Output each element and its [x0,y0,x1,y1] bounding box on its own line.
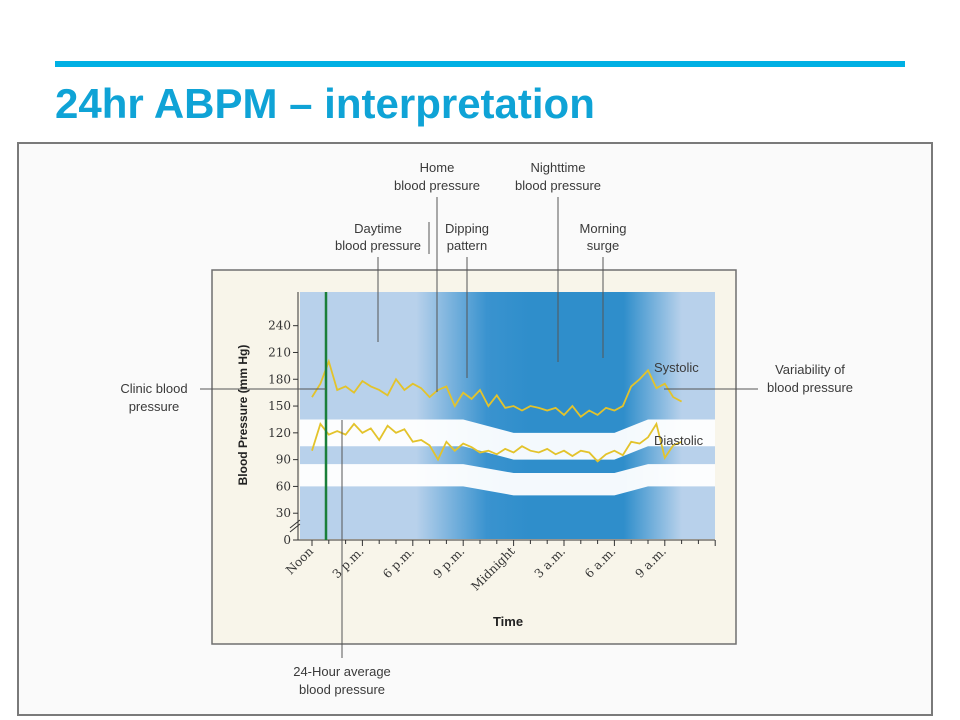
systolic-label: Systolic [654,360,699,375]
callout-dipping-line1: Dipping [445,221,489,236]
y-tick-label: 90 [276,453,291,467]
y-axis: 0 30 60 90 120 150 180 210 240 [268,292,299,547]
callout-night-line1: Nighttime [531,160,586,175]
callout-variability-line1: Variability of [775,362,845,377]
callout-night-line2: blood pressure [515,178,601,193]
callout-home-line2: blood pressure [394,178,480,193]
callout-average-line2: blood pressure [299,682,385,697]
diastolic-label: Diastolic [654,433,704,448]
title-accent-rule [55,61,905,67]
callout-clinic-line1: Clinic blood [120,381,187,396]
callout-variability-line2: blood pressure [767,380,853,395]
callout-daytime-line2: blood pressure [335,238,421,253]
callout-morning-line1: Morning [580,221,627,236]
axis-break-mark [289,519,301,533]
callout-morning-line2: surge [587,238,620,253]
callout-dipping-line2: pattern [447,238,487,253]
y-tick-label: 180 [268,372,291,386]
callout-clinic-line2: pressure [129,399,180,414]
y-axis-title: Blood Pressure (mm Hg) [236,345,250,486]
diastolic-line [311,421,682,463]
callout-average-line1: 24-Hour average [293,664,391,679]
y-tick-label: 30 [276,506,291,520]
callout-daytime-line1: Daytime [354,221,402,236]
normal-diastolic-band [300,464,715,496]
y-tick-label: 240 [268,319,291,333]
callout-home-line1: Home [420,160,455,175]
x-axis-title: Time [493,614,523,629]
systolic-line [311,358,683,419]
y-tick-label: 0 [283,533,291,547]
y-tick-label: 120 [268,426,291,440]
slide-title: 24hr ABPM – interpretation [55,80,595,127]
y-tick-label: 150 [268,399,291,413]
y-tick-label: 210 [268,345,291,359]
day-night-background [300,292,715,539]
y-tick-label: 60 [276,479,291,493]
